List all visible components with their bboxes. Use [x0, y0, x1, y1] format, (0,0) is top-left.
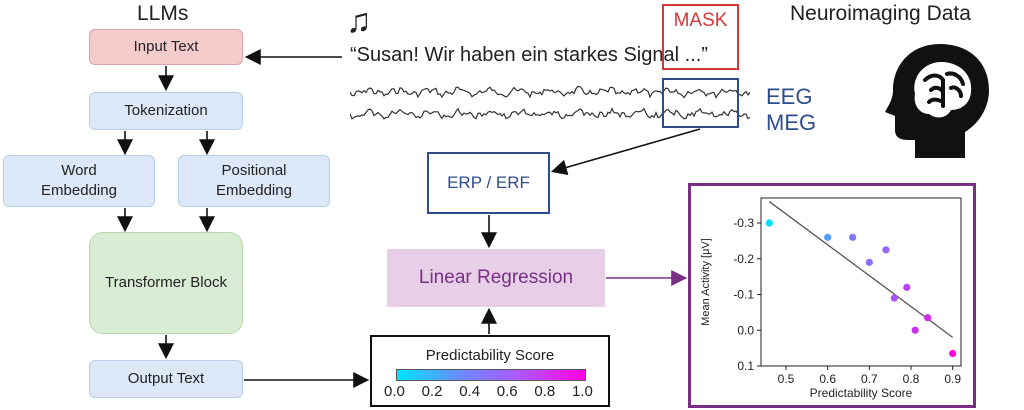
- colorbar-tick-label: 0.2: [421, 383, 443, 400]
- word-embedding-label: Word Embedding: [41, 161, 117, 202]
- mask-box: MASK: [662, 4, 739, 70]
- scatter-point: [824, 233, 832, 241]
- colorbar-gradient: [396, 369, 586, 381]
- colorbar-tick-label: 0.0: [384, 383, 405, 400]
- y-axis-label: Mean Activity [μV]: [700, 238, 712, 326]
- meg-label: MEG: [766, 110, 817, 135]
- eeg-label: EEG: [766, 84, 813, 109]
- positional-embedding-label: Positional Embedding: [216, 161, 292, 202]
- output-text-box: Output Text: [89, 360, 243, 398]
- tokenization-box: Tokenization: [89, 92, 243, 130]
- y-tick-label: -0.2: [733, 252, 754, 266]
- scatter-point: [849, 233, 857, 241]
- head-brain-icon: [885, 44, 989, 158]
- colorbar-tick-label: 1.0: [572, 383, 593, 400]
- scatter-plot-frame: [688, 183, 976, 408]
- signal-window-box: [662, 78, 739, 128]
- colorbar-title: Predictability Score: [425, 347, 555, 364]
- eeg-meg-traces: [350, 85, 750, 120]
- erp-erf-label: ERP / ERF: [447, 172, 530, 192]
- word-embedding-line1: Word: [61, 161, 97, 179]
- y-tick-label: 0.0: [737, 323, 754, 337]
- music-note-icon: ♫: [346, 2, 372, 40]
- scatter-point: [865, 258, 873, 266]
- y-tick-label: -0.3: [733, 216, 754, 230]
- plot-axes-box: [760, 197, 962, 367]
- sentence-suffix: ...”: [679, 44, 708, 66]
- eeg-trace: [350, 85, 750, 99]
- y-tick-label: -0.1: [733, 288, 754, 302]
- arrow-signal-to-erp: [550, 128, 701, 176]
- scatter-point: [924, 314, 932, 322]
- word-embedding-box: Word Embedding: [3, 155, 155, 207]
- transformer-block-label: Transformer Block: [105, 273, 227, 291]
- colorbar-tick-label: 0.6: [496, 383, 518, 400]
- predictability-colorbar-box: Predictability Score 0.0 0.2 0.4 0.6 0.8 1.0: [370, 335, 610, 407]
- tokenization-label: Tokenization: [124, 101, 208, 119]
- colorbar-tick-label: 0.4: [459, 383, 481, 400]
- linear-regression-box: Linear Regression: [387, 249, 605, 307]
- fit-line: [768, 201, 954, 338]
- erp-erf-box: ERP / ERF: [427, 152, 550, 214]
- llm-title: LLMs: [137, 2, 189, 25]
- x-tick-label: 0.9: [944, 372, 961, 386]
- transformer-block-box: Transformer Block: [89, 232, 243, 334]
- scatter-point: [890, 294, 898, 302]
- positional-embedding-line1: Positional: [221, 161, 287, 179]
- x-tick-label: 0.6: [819, 372, 836, 386]
- neuro-title: Neuroimaging Data: [790, 2, 971, 25]
- input-text-box: Input Text: [89, 29, 243, 65]
- word-embedding-line2: Embedding: [41, 182, 117, 199]
- input-text-label: Input Text: [133, 37, 199, 55]
- scatter-point: [949, 349, 957, 358]
- stimulus-sentence: “Susan! Wir haben ein starkes Signal ...…: [350, 44, 708, 67]
- x-tick-label: 0.8: [903, 372, 920, 386]
- masked-word: Signal: [623, 44, 680, 66]
- y-tick-label: 0.1: [737, 359, 754, 373]
- scatter-point: [903, 283, 911, 291]
- scatter-point: [765, 219, 773, 227]
- meg-trace: [350, 107, 750, 120]
- x-axis-label: Predictability Score: [810, 386, 913, 400]
- linear-regression-label: Linear Regression: [418, 267, 574, 289]
- positional-embedding-box: Positional Embedding: [178, 155, 330, 207]
- positional-embedding-line2: Embedding: [216, 182, 292, 199]
- scatter-point: [911, 326, 919, 334]
- scatter-point: [882, 246, 890, 254]
- colorbar-tick-label: 0.8: [534, 383, 556, 400]
- scatter-plot: 0.5 0.6 0.7 0.8 0.9 -0.3 -0.2 -0.1 0.0 0.1Predict…: [700, 197, 962, 400]
- sentence-prefix: “Susan! Wir haben ein starkes: [350, 44, 624, 66]
- colorbar-ticks: 0.0 0.2 0.4 0.6 0.8 1.0: [372, 381, 608, 405]
- mask-label: MASK: [673, 10, 728, 31]
- x-tick-label: 0.5: [778, 372, 795, 386]
- output-text-label: Output Text: [127, 369, 205, 387]
- x-tick-label: 0.7: [861, 372, 878, 386]
